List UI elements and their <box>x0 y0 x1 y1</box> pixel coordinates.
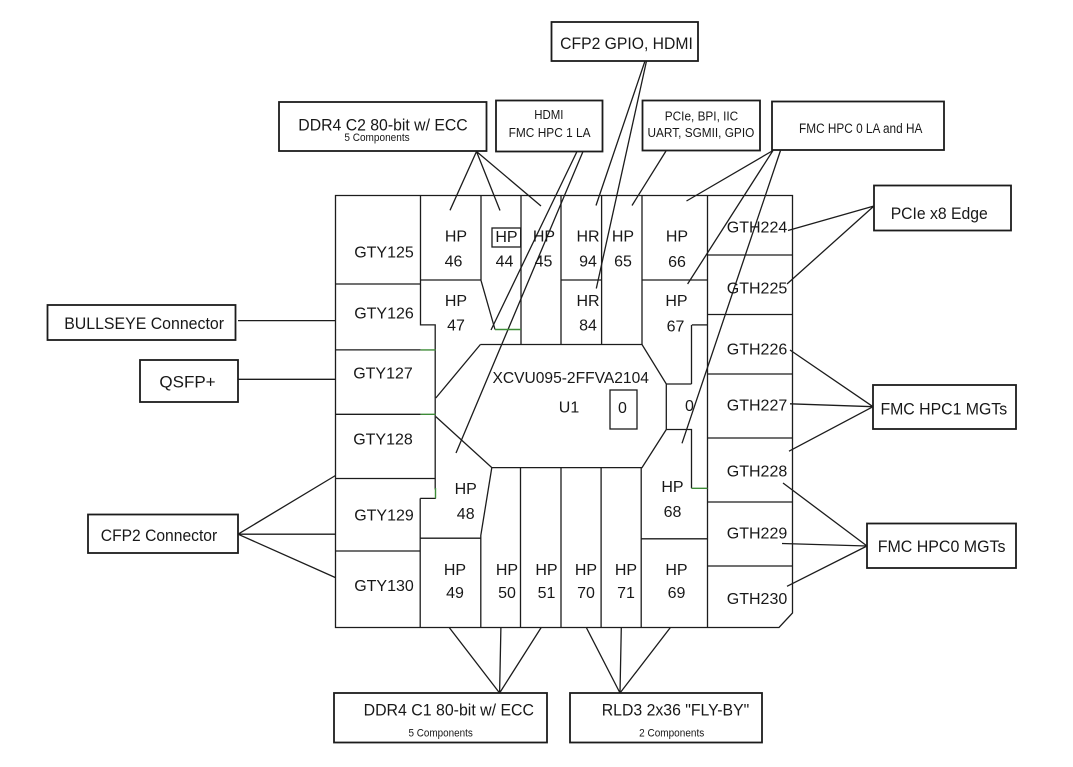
svg-text:CFP2 Connector: CFP2 Connector <box>101 526 218 545</box>
svg-text:49: 49 <box>446 585 464 602</box>
svg-text:69: 69 <box>668 585 686 602</box>
svg-text:HR: HR <box>576 229 599 246</box>
svg-text:FMC HPC1 MGTs: FMC HPC1 MGTs <box>880 399 1007 418</box>
svg-text:67: 67 <box>667 319 685 336</box>
svg-text:GTH229: GTH229 <box>727 525 788 542</box>
svg-text:HP: HP <box>455 481 477 498</box>
svg-text:HP: HP <box>615 562 637 579</box>
svg-text:HP: HP <box>495 229 517 246</box>
svg-text:HP: HP <box>445 229 467 246</box>
svg-text:UART, SGMII, GPIO: UART, SGMII, GPIO <box>648 125 755 140</box>
svg-text:68: 68 <box>664 504 682 521</box>
svg-text:HR: HR <box>576 293 599 310</box>
svg-text:U1: U1 <box>559 400 580 417</box>
svg-text:GTY129: GTY129 <box>354 508 414 525</box>
svg-text:PCIe x8 Edge: PCIe x8 Edge <box>891 204 988 223</box>
svg-text:GTY126: GTY126 <box>354 305 414 322</box>
svg-text:44: 44 <box>496 253 514 270</box>
svg-text:PCIe, BPI, IIC: PCIe, BPI, IIC <box>665 108 738 123</box>
svg-text:XCVU095-2FFVA2104: XCVU095-2FFVA2104 <box>492 370 649 387</box>
svg-text:HP: HP <box>444 562 466 579</box>
svg-text:GTH227: GTH227 <box>727 398 788 415</box>
svg-text:HP: HP <box>666 229 688 246</box>
svg-text:DDR4 C1 80-bit w/ ECC: DDR4 C1 80-bit w/ ECC <box>364 700 534 719</box>
svg-text:HP: HP <box>612 229 634 246</box>
svg-text:BULLSEYE Connector: BULLSEYE Connector <box>64 314 224 333</box>
svg-text:HP: HP <box>665 293 687 310</box>
svg-text:45: 45 <box>535 253 553 270</box>
svg-text:HDMI: HDMI <box>534 107 563 122</box>
svg-text:HP: HP <box>533 229 555 246</box>
svg-text:5 Components: 5 Components <box>409 727 474 739</box>
svg-text:RLD3 2x36 "FLY-BY": RLD3 2x36 "FLY-BY" <box>602 701 750 720</box>
svg-text:71: 71 <box>617 585 635 602</box>
svg-text:GTY128: GTY128 <box>353 432 413 449</box>
svg-text:50: 50 <box>498 585 516 602</box>
svg-text:HP: HP <box>445 293 467 310</box>
svg-text:GTH226: GTH226 <box>727 342 788 359</box>
svg-text:48: 48 <box>457 506 475 523</box>
svg-text:CFP2 GPIO, HDMI: CFP2 GPIO, HDMI <box>560 34 693 53</box>
svg-text:FMC HPC 1 LA: FMC HPC 1 LA <box>509 125 591 140</box>
svg-text:GTH224: GTH224 <box>727 219 788 236</box>
svg-text:HP: HP <box>661 479 683 496</box>
svg-text:94: 94 <box>579 253 597 270</box>
svg-text:HP: HP <box>535 562 557 579</box>
svg-text:2 Components: 2 Components <box>639 727 705 739</box>
svg-text:FMC HPC 0 LA and HA: FMC HPC 0 LA and HA <box>799 121 922 136</box>
svg-text:HP: HP <box>575 562 597 579</box>
svg-text:FMC HPC0 MGTs: FMC HPC0 MGTs <box>878 537 1006 556</box>
svg-text:51: 51 <box>538 585 556 602</box>
svg-text:GTY130: GTY130 <box>354 578 414 595</box>
svg-text:DDR4 C2 80-bit w/ ECC: DDR4 C2 80-bit w/ ECC <box>298 115 467 134</box>
svg-text:GTH225: GTH225 <box>727 280 788 297</box>
svg-text:84: 84 <box>579 318 597 335</box>
svg-text:70: 70 <box>577 585 595 602</box>
svg-text:66: 66 <box>668 254 686 271</box>
svg-text:GTH228: GTH228 <box>727 463 788 480</box>
svg-text:HP: HP <box>496 562 518 579</box>
svg-text:47: 47 <box>447 318 465 335</box>
svg-text:0: 0 <box>618 400 627 417</box>
svg-text:HP: HP <box>665 562 687 579</box>
svg-text:65: 65 <box>614 253 632 270</box>
svg-text:GTY125: GTY125 <box>354 244 414 261</box>
svg-text:GTY127: GTY127 <box>353 366 413 383</box>
svg-text:46: 46 <box>445 253 463 270</box>
svg-text:GTH230: GTH230 <box>727 591 788 608</box>
svg-text:QSFP+: QSFP+ <box>159 373 215 392</box>
svg-text:5 Components: 5 Components <box>344 132 410 144</box>
svg-text:0: 0 <box>685 398 694 415</box>
